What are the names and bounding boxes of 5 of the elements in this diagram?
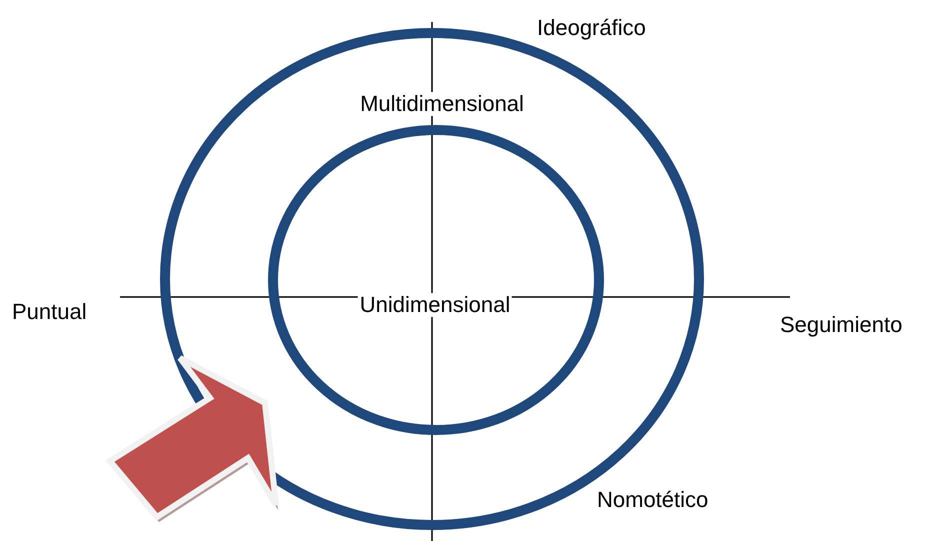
ring-label: Unidimensional [358, 293, 512, 317]
axis-label: Ideográfico [537, 15, 646, 41]
axis-label: Puntual [12, 299, 87, 325]
axis-label: Seguimiento [780, 312, 902, 338]
axis-label: Nomotético [597, 487, 708, 513]
